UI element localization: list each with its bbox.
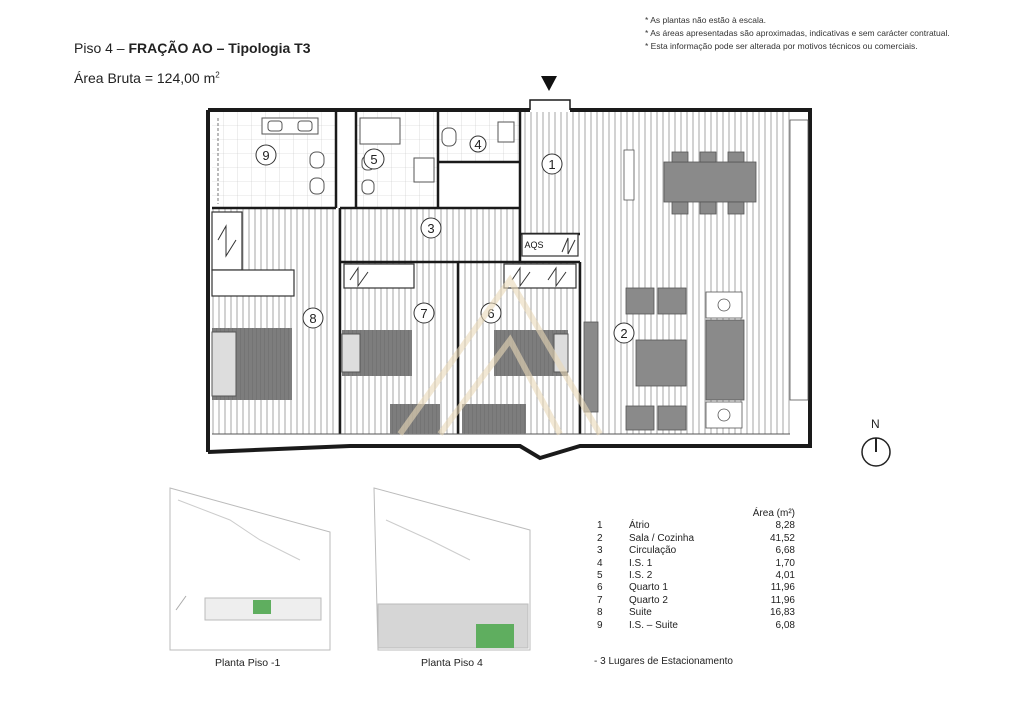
north-compass-icon	[861, 437, 891, 467]
legend-room: I.S. 1	[629, 557, 653, 569]
watermark-logo	[397, 274, 603, 436]
legend-num: 3	[597, 545, 603, 557]
legend-row: 6 Quarto 1 11,96	[597, 582, 795, 594]
legend-header: Área (m²)	[752, 508, 795, 519]
note-2: * As áreas apresentadas são aproximadas,…	[645, 28, 950, 38]
room-number-7: 7	[420, 306, 427, 321]
legend-row: 5 I.S. 2 4,01	[597, 570, 795, 582]
legend-row: 2 Sala / Cozinha 41,52	[597, 533, 795, 545]
legend-row: 3 Circulação 6,68	[597, 545, 795, 557]
legend-area: 6,68	[775, 545, 795, 557]
legend-room: Suite	[629, 607, 652, 619]
mini-plan-left-label: Planta Piso -1	[215, 657, 281, 669]
entrance-arrow-icon	[541, 76, 557, 91]
room-number-8: 8	[309, 311, 316, 326]
north-label: N	[871, 417, 880, 431]
legend-row: 4 I.S. 1 1,70	[597, 558, 795, 570]
parking-note: - 3 Lugares de Estacionamento	[594, 656, 733, 667]
disclaimer-notes: * As plantas não estão à escala. * As ár…	[645, 14, 950, 53]
floor-label: Piso 4 –	[74, 40, 125, 56]
legend-room: Átrio	[629, 520, 650, 532]
legend-row: 8 Suite 16,83	[597, 607, 795, 619]
legend-room: I.S. 2	[629, 570, 653, 582]
legend-room: Quarto 2	[629, 594, 668, 606]
legend-room: Circulação	[629, 545, 677, 557]
legend-num: 8	[597, 607, 603, 619]
legend-area: 16,83	[769, 607, 795, 619]
room-number-3: 3	[427, 221, 434, 236]
legend-room: I.S. – Suite	[629, 619, 678, 631]
legend-area: 1,70	[775, 557, 795, 569]
gross-area-label: Área Bruta = 124,00 m	[74, 70, 216, 86]
legend-area: 41,52	[769, 532, 795, 544]
legend-row: 7 Quarto 2 11,96	[597, 595, 795, 607]
room-number-4: 4	[474, 137, 481, 152]
legend-num: 1	[597, 520, 603, 532]
legend-area: 8,28	[775, 520, 795, 532]
mini-plan-floor-4	[373, 487, 531, 651]
legend-area: 11,96	[770, 582, 795, 594]
fraction-label: FRAÇÃO AO – Tipologia T3	[128, 40, 311, 56]
gross-area: Área Bruta = 124,00 m2	[74, 70, 220, 86]
legend-room: Quarto 1	[629, 582, 668, 594]
legend-row: 9 I.S. – Suite 6,08	[597, 620, 795, 632]
legend-num: 9	[597, 619, 603, 631]
legend-area: 6,08	[775, 619, 795, 631]
plan-title: Piso 4 – FRAÇÃO AO – Tipologia T3	[74, 40, 311, 56]
legend-num: 4	[597, 557, 603, 569]
aqs-label: AQS	[524, 240, 543, 250]
legend-area: 4,01	[775, 570, 795, 582]
legend-num: 6	[597, 582, 603, 594]
gross-area-sup: 2	[215, 70, 220, 80]
mini-plan-floor-minus1	[169, 487, 331, 651]
area-legend: Área (m²) 1 Átrio 8,28 2 Sala / Cozinha …	[597, 508, 795, 632]
room-number-2: 2	[620, 326, 627, 341]
legend-num: 7	[597, 594, 603, 606]
legend-area: 11,96	[770, 594, 795, 606]
legend-room: Sala / Cozinha	[629, 532, 695, 544]
note-3: * Esta informação pode ser alterada por …	[645, 41, 918, 51]
room-number-1: 1	[548, 157, 555, 172]
legend-num: 5	[597, 570, 603, 582]
room-number-9: 9	[262, 148, 269, 163]
legend-num: 2	[597, 532, 603, 544]
legend-row: 1 Átrio 8,28	[597, 520, 795, 532]
mini-plan-right-label: Planta Piso 4	[421, 657, 483, 669]
room-number-5: 5	[370, 152, 377, 167]
note-1: * As plantas não estão à escala.	[645, 15, 766, 25]
room-number-6: 6	[487, 306, 494, 321]
